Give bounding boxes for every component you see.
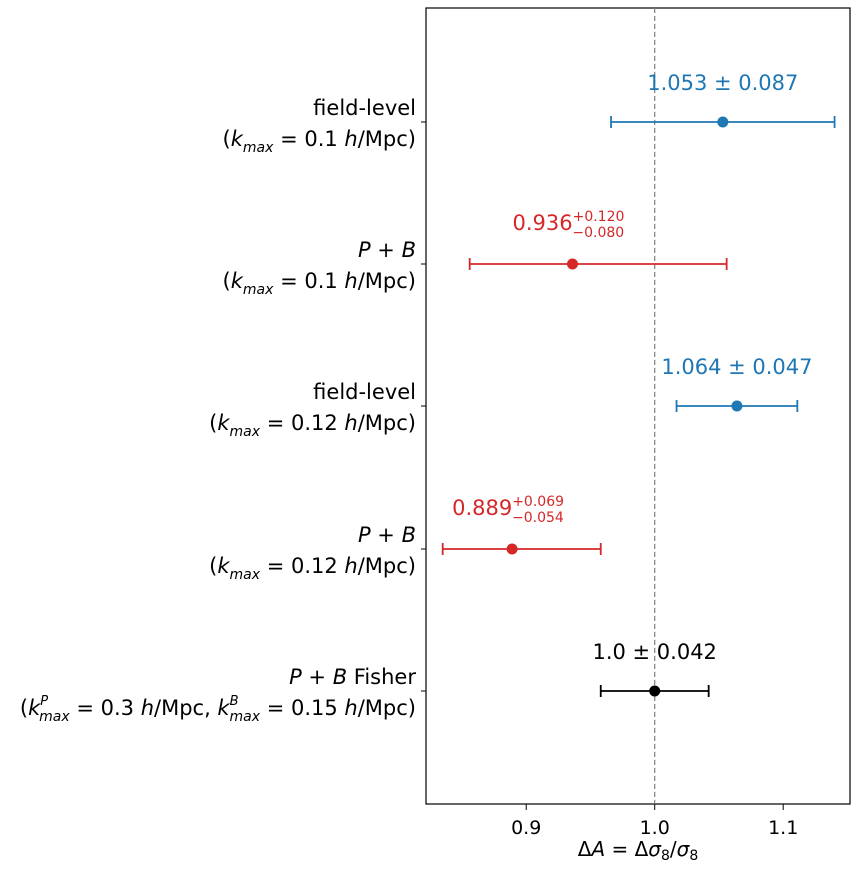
x-axis-label: ΔA = Δσ8/σ8 — [578, 837, 699, 864]
category-label-line1: field-level — [313, 380, 416, 404]
category-label-line2: (kmax = 0.1 h/Mpc) — [223, 269, 417, 298]
data-point — [566, 258, 578, 270]
x-tick-label: 1.0 — [640, 817, 670, 839]
value-annotation: 0.936+0.120−0.080 — [512, 209, 624, 241]
data-point — [731, 400, 743, 412]
data-point — [506, 543, 518, 555]
category-label-line2: (kmax = 0.12 h/Mpc) — [209, 411, 416, 440]
value-annotation: 0.889+0.069−0.054 — [452, 494, 564, 526]
value-annotation: 1.0 ± 0.042 — [592, 640, 716, 664]
category-label-line1: P + B — [358, 238, 416, 262]
category-label-line2: (kmax = 0.1 h/Mpc) — [223, 127, 417, 156]
data-point — [649, 685, 661, 697]
category-label-line1: P + B Fisher — [289, 665, 416, 689]
category-label-line2: (kmax = 0.12 h/Mpc) — [209, 554, 416, 583]
x-tick-label: 1.1 — [768, 817, 798, 839]
category-label-line1: field-level — [313, 96, 416, 120]
data-point — [717, 116, 729, 128]
x-tick-label: 0.9 — [511, 817, 541, 839]
category-label-line1: P + B — [358, 523, 416, 547]
value-annotation: 1.053 ± 0.087 — [647, 71, 798, 95]
value-annotation: 1.064 ± 0.047 — [661, 355, 812, 379]
